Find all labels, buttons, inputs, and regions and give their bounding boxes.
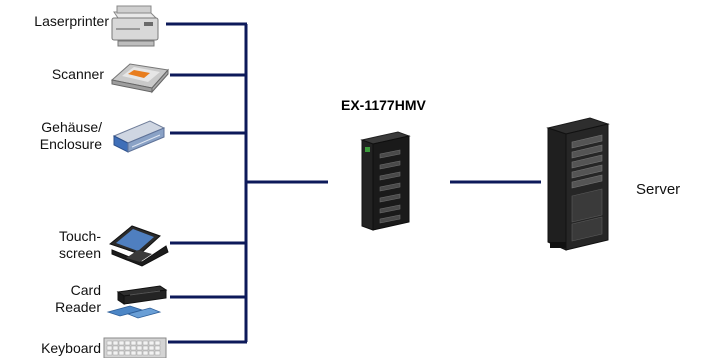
label-scanner-line-1: Scanner [51,66,104,82]
label-laserprinter: Laserprinter [34,13,109,30]
label-enclosure: Gehäuse/ Enclosure [40,119,102,153]
label-touchscreen-line-1: Touch- [58,228,101,244]
label-touchscreen-line-2: screen [58,245,101,261]
server-rack-icon [546,117,610,251]
label-enclosure-line-1: Gehäuse/ [41,119,102,135]
laserprinter-icon [111,5,159,47]
server-label: Server [636,181,681,198]
enclosure-icon [112,120,166,153]
label-card-reader-line-1: Card [70,282,101,298]
scanner-icon [110,63,169,94]
label-card-reader-line-2: Reader [55,299,101,315]
label-scanner: Scanner [52,66,104,83]
label-keyboard: Keyboard [41,340,101,357]
label-card-reader: Card Reader [55,282,101,316]
card-reader-icon [106,285,168,319]
touchscreen-icon [108,225,169,267]
hub-label: EX-1177HMV [341,97,426,113]
connection-lines [166,22,541,344]
hub-device-icon [360,131,411,231]
label-enclosure-line-2: Enclosure [39,136,102,152]
label-keyboard-line-1: Keyboard [41,340,101,356]
label-touchscreen: Touch- screen [59,228,101,262]
label-laserprinter-line-1: Laserprinter [34,13,109,29]
keyboard-icon [103,337,167,358]
